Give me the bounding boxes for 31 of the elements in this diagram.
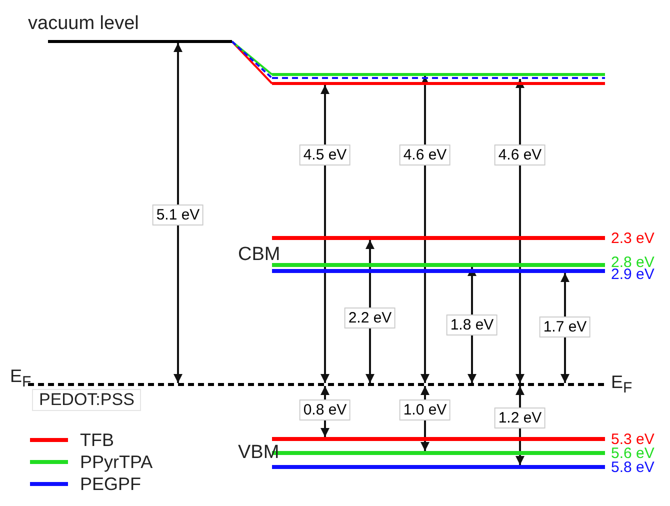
edge-label: 0.8 eV — [299, 400, 351, 420]
fermi-level-label: E$_{F}$ — [611, 373, 632, 398]
energy-value: 2.3 eV — [611, 230, 654, 248]
edge-label: 1.8 eV — [446, 314, 498, 336]
energy-level-line — [272, 82, 605, 85]
fermi-level-label: E$_{F}$ — [10, 367, 32, 392]
edge-label: 1.0 eV — [399, 400, 451, 420]
energy-level-line — [272, 73, 605, 76]
legend-label: PEGPF — [80, 474, 142, 494]
legend-label: PPyrTPA — [80, 452, 153, 472]
edge-label: 4.6 eV — [399, 144, 451, 166]
level-label: vacuum level — [28, 14, 139, 34]
band-label: CBM — [238, 245, 280, 265]
edge-label: 4.6 eV — [494, 144, 546, 166]
double-arrow — [516, 79, 524, 383]
energy-level-line — [272, 77, 605, 79]
band-label: VBM — [238, 443, 280, 463]
material-label: PEDOT:PSS — [32, 389, 142, 411]
double-arrow — [420, 76, 430, 383]
double-arrow — [320, 85, 330, 383]
double-arrow — [174, 43, 182, 383]
edge-label: 1.2 eV — [494, 408, 546, 428]
energy-value: 2.9 eV — [611, 266, 654, 284]
energy-value: 5.6 eV — [611, 445, 654, 462]
edge-label: 5.1 eV — [152, 204, 204, 226]
edge-label: 1.7 eV — [539, 316, 591, 338]
edge-label: 4.5 eV — [299, 144, 351, 166]
legend-label: TFB — [80, 430, 114, 450]
energy-value: 5.3 eV — [611, 431, 654, 448]
edge-label: 2.2 eV — [344, 308, 396, 328]
energy-value: 5.8 eV — [611, 459, 654, 477]
